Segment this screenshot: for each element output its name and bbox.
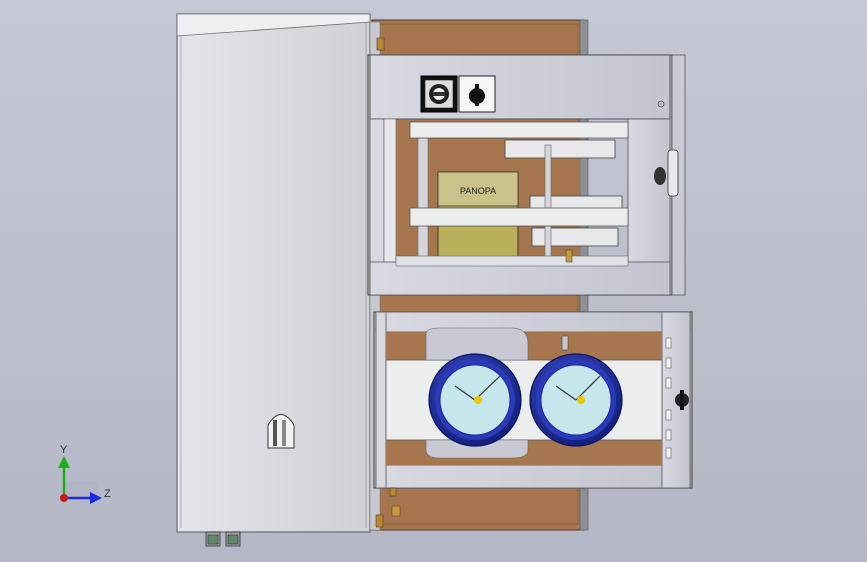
internal-components: PANOPA [415,137,623,274]
meter-left [428,353,522,447]
hardware-details [389,249,573,517]
lower-door-lock[interactable] [675,390,689,410]
cabinet-handle[interactable] [267,414,295,449]
meter-right [529,353,623,447]
terminal-row-low [531,227,619,247]
component-label: PANOPA [460,186,496,196]
y-axis-label: Y [60,444,68,456]
selector-switch[interactable] [420,75,458,113]
z-axis-arrow [90,492,102,504]
cabinet-body[interactable] [176,13,385,533]
z-axis-label: Z [104,488,111,500]
coordinate-triad: Y Z [58,444,111,504]
upper-door-lock[interactable] [654,149,679,197]
y-axis-arrow [58,456,70,468]
terminal-row-top [504,139,616,159]
rotary-switch[interactable] [458,75,496,113]
upper-door[interactable] [367,54,686,296]
cable-glands [205,531,241,547]
x-axis-dot [60,494,68,502]
